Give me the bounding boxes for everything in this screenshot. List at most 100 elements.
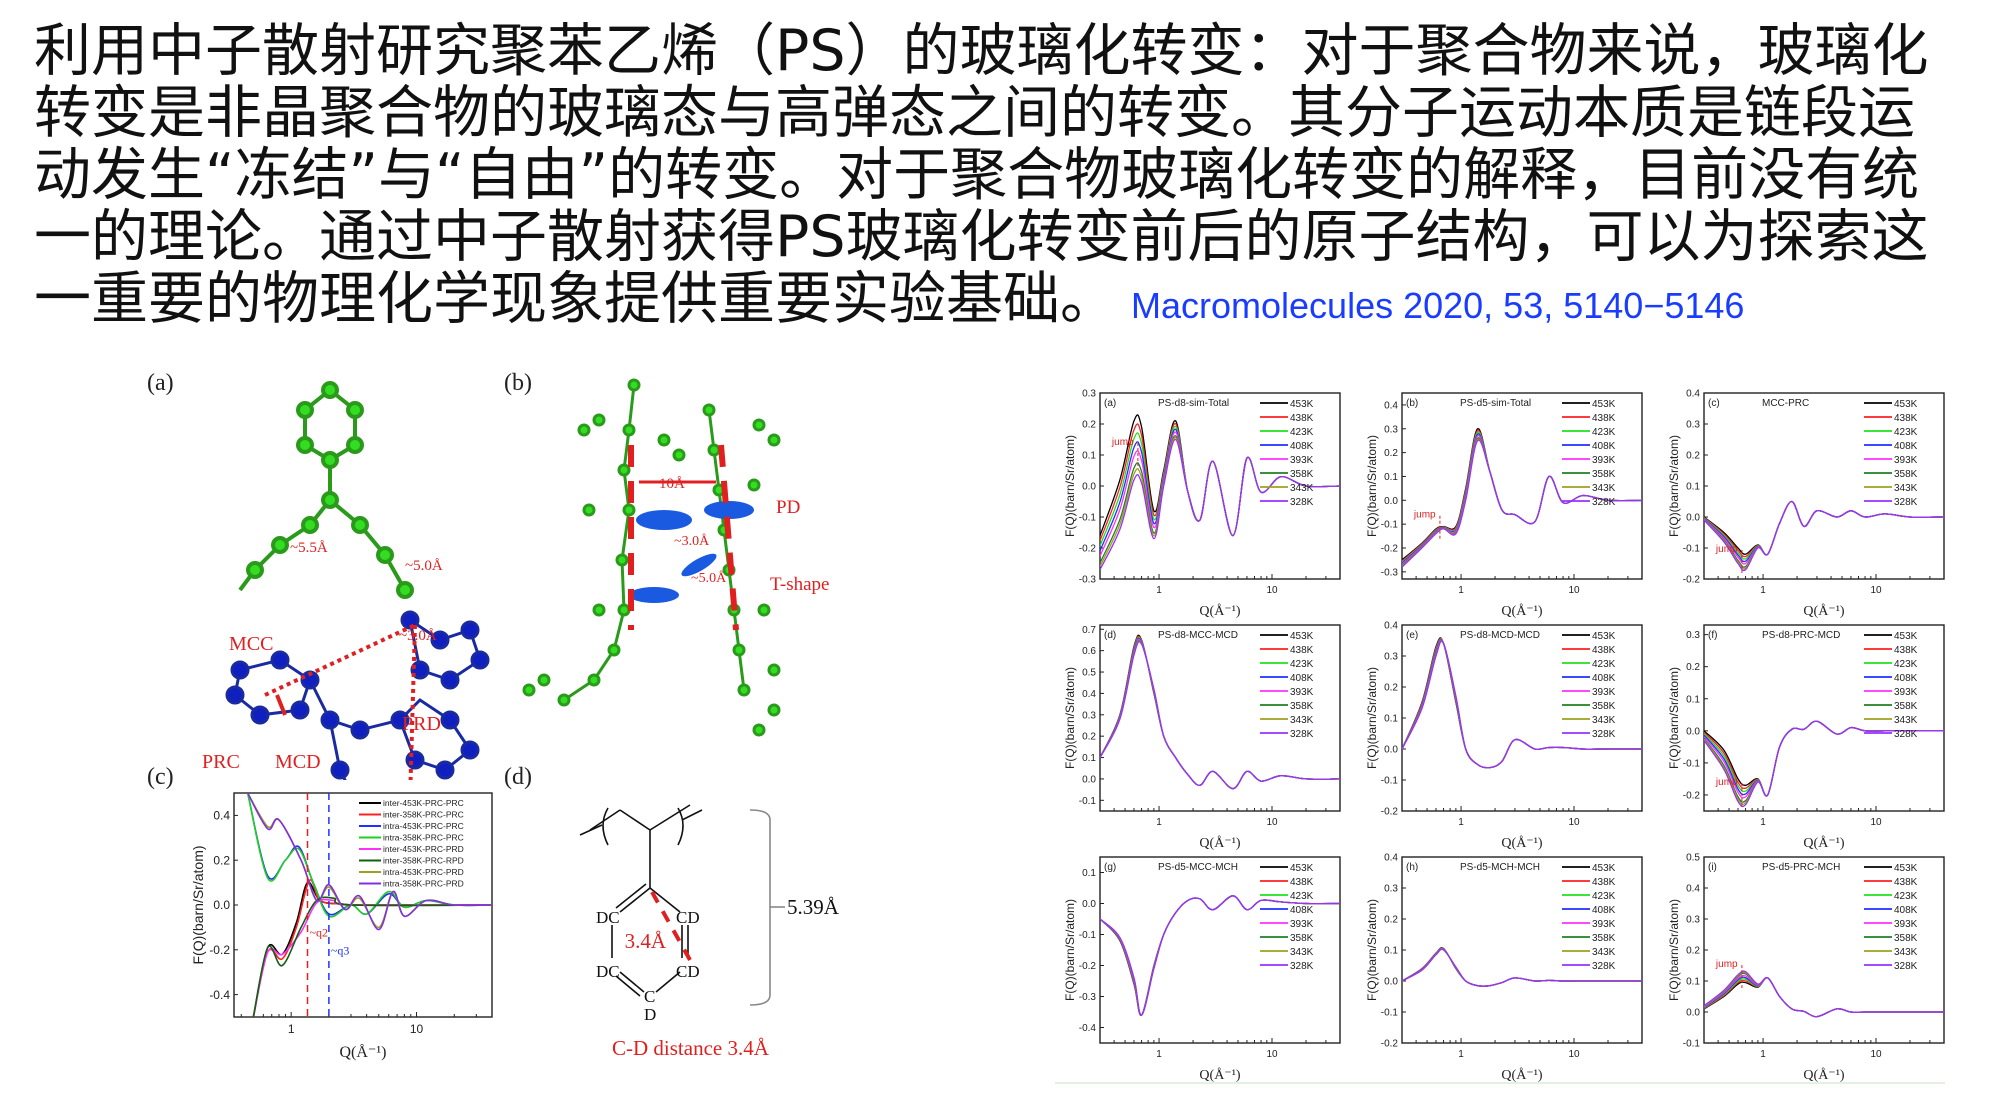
legend-label: 438K bbox=[1592, 413, 1616, 424]
legend-label: 408K bbox=[1894, 905, 1918, 916]
y-tick-label: 0.3 bbox=[1082, 710, 1096, 721]
y-tick-label: 0.3 bbox=[1384, 652, 1398, 663]
title-line: 动发生“冻结”与“自由”的转变。对于聚合物玻璃化转变的解释，目前没有统 bbox=[34, 142, 1920, 208]
y-tick-label: 0.0 bbox=[1082, 482, 1096, 493]
legend-label: 408K bbox=[1592, 673, 1616, 684]
legend-label: 328K bbox=[1290, 729, 1314, 740]
label-5-5A: ~5.5Å bbox=[290, 540, 328, 556]
panel-label: (f) bbox=[1708, 630, 1717, 641]
y-tick-label: 0.0 bbox=[1686, 513, 1700, 524]
legend-label: 438K bbox=[1894, 877, 1918, 888]
panel-c-label: (c) bbox=[147, 764, 174, 790]
panel-label: (h) bbox=[1406, 862, 1418, 873]
y-tick-label: -0.1 bbox=[1381, 1008, 1399, 1019]
legend-label: 343K bbox=[1592, 715, 1616, 726]
series-line-inter-453K-PRC-PRD bbox=[252, 898, 492, 1017]
plot-frame bbox=[1703, 624, 1945, 812]
legend-label: 328K bbox=[1290, 961, 1314, 972]
y-tick-label: 0.2 bbox=[1384, 915, 1398, 926]
series-line-inter-453K-PRC-PRC bbox=[252, 881, 492, 1017]
caption: C-D distance 3.4Å bbox=[612, 1036, 770, 1060]
y-tick-label: 0.3 bbox=[1082, 389, 1096, 400]
y-tick-label: -0.3 bbox=[1079, 575, 1097, 586]
x-tick-label: 1 bbox=[1458, 1049, 1464, 1060]
y-tick-label: 0.4 bbox=[1384, 400, 1398, 411]
legend-label: intra-358K-PRC-PRD bbox=[383, 879, 464, 889]
x-tick-label: 10 bbox=[1266, 585, 1278, 596]
legend-label: 408K bbox=[1290, 673, 1314, 684]
legend-label: 423K bbox=[1894, 891, 1918, 902]
y-tick-label: -0.4 bbox=[1079, 1023, 1097, 1034]
y-tick-label: -0.2 bbox=[1079, 961, 1097, 972]
y-tick-label: 0.2 bbox=[1082, 420, 1096, 431]
vline-label: ~q3 bbox=[331, 943, 350, 957]
panel-b-label: (b) bbox=[504, 370, 532, 396]
y-tick-label: 0.6 bbox=[1082, 646, 1096, 657]
series-group bbox=[1402, 637, 1642, 769]
y-tick-label: 0.2 bbox=[1082, 732, 1096, 743]
ring-label-cd: CD bbox=[676, 962, 700, 981]
panel-label: (i) bbox=[1708, 862, 1717, 873]
legend-label: 393K bbox=[1592, 687, 1616, 698]
y-axis-label: F(Q)(barn/Sr/atom) bbox=[1063, 435, 1077, 537]
series-group bbox=[246, 793, 492, 1017]
y-axis-label: F(Q)(barn/Sr/atom) bbox=[1365, 667, 1379, 769]
ring-label-c: C bbox=[644, 987, 655, 1006]
series-group bbox=[1100, 634, 1340, 790]
panel-b-molecules: 10Å PD ~3.0Å ~5.0Å T-shape bbox=[522, 378, 829, 737]
legend-label: 343K bbox=[1290, 947, 1314, 958]
panel-a-labels: ~5.5Å ~5.0Å ~3.0Å MCC PRC MCD PRD bbox=[202, 540, 443, 773]
legend-label: 453K bbox=[1894, 631, 1918, 642]
x-tick-label: 1 bbox=[1760, 1049, 1766, 1060]
x-tick-label: 10 bbox=[1266, 1049, 1278, 1060]
green-chains bbox=[522, 378, 781, 737]
x-axis-label: Q(Å⁻¹) bbox=[1501, 835, 1542, 851]
y-tick-label: 0.4 bbox=[1082, 689, 1096, 700]
series-line-453K bbox=[1704, 500, 1944, 556]
y-tick-label: 0.0 bbox=[1384, 977, 1398, 988]
title-line: 转变是非晶聚合物的玻璃态与高弹态之间的转变。其分子运动本质是链段运 bbox=[34, 80, 1915, 146]
panel-title: PS-d8-sim-Total bbox=[1158, 398, 1229, 409]
x-tick-label: 1 bbox=[1458, 817, 1464, 828]
y-tick-label: -0.4 bbox=[209, 988, 230, 1002]
panel-a-annotations bbox=[275, 694, 287, 716]
legend-label: 423K bbox=[1592, 891, 1616, 902]
legend-label: 328K bbox=[1592, 729, 1616, 740]
distance-label: 3.4Å bbox=[625, 929, 667, 953]
series-line-453K bbox=[1704, 977, 1944, 1018]
panel-title: PS-d8-PRC-MCD bbox=[1762, 630, 1840, 641]
panel-label: (b) bbox=[1406, 398, 1418, 409]
legend-label: 438K bbox=[1290, 877, 1314, 888]
legend-label: intra-358K-PRC-PRC bbox=[383, 833, 464, 843]
label-5-0A: ~5.0Å bbox=[691, 570, 727, 586]
legend-label: 358K bbox=[1290, 933, 1314, 944]
panel-label: (c) bbox=[1708, 398, 1720, 409]
citation-link[interactable]: Macromolecules 2020, 53, 5140−5146 bbox=[1131, 285, 1745, 326]
y-tick-label: -0.1 bbox=[1683, 1039, 1701, 1050]
legend-label: 343K bbox=[1290, 483, 1314, 494]
legend-label: 438K bbox=[1290, 413, 1314, 424]
y-tick-label: 0.5 bbox=[1686, 853, 1700, 864]
title-line: 利用中子散射研究聚苯乙烯（PS）的玻璃化转变：对于聚合物来说，玻璃化 bbox=[34, 18, 1929, 84]
legend-label: 453K bbox=[1894, 863, 1918, 874]
legend-label: 343K bbox=[1894, 715, 1918, 726]
legend-label: 358K bbox=[1894, 469, 1918, 480]
legend-label: 423K bbox=[1894, 659, 1918, 670]
y-tick-label: 0.0 bbox=[1384, 496, 1398, 507]
jump-label: jump bbox=[1715, 777, 1738, 788]
y-tick-label: 0.1 bbox=[1384, 714, 1398, 725]
panel-d-label: (d) bbox=[504, 764, 532, 790]
x-tick-label: 10 bbox=[1568, 1049, 1580, 1060]
plot-frame bbox=[1099, 856, 1341, 1044]
legend-label: 423K bbox=[1290, 427, 1314, 438]
legend-label: 393K bbox=[1592, 455, 1616, 466]
x-axis-label: Q(Å⁻¹) bbox=[1199, 1067, 1240, 1083]
y-tick-label: 0.2 bbox=[1686, 662, 1700, 673]
ring-label-d: D bbox=[644, 1005, 656, 1024]
y-tick-label: 0.3 bbox=[1686, 420, 1700, 431]
